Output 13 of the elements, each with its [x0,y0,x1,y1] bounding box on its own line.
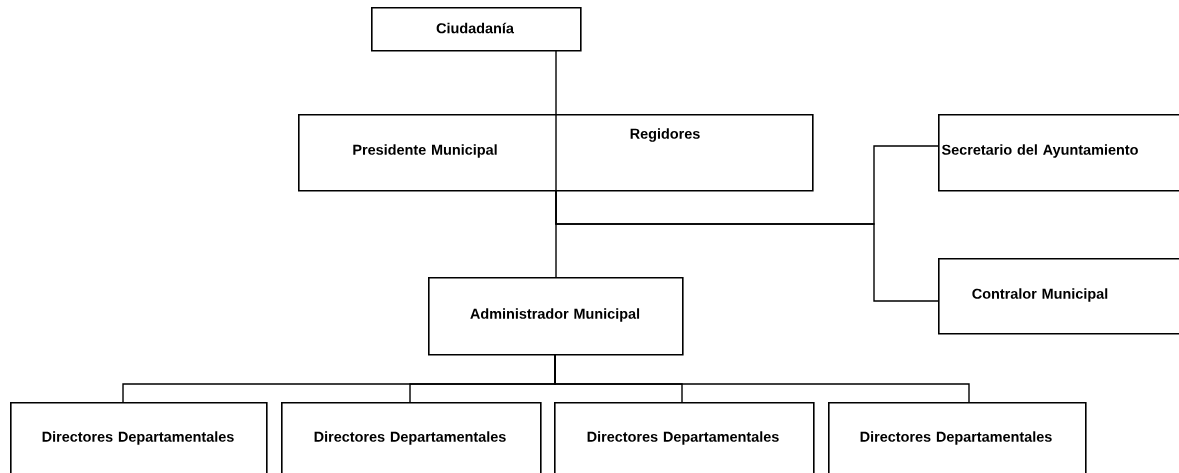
connector-line [554,353,970,403]
box-label: Regidores [630,128,700,142]
connector-line [555,189,939,302]
box-label: Secretario del Ayuntamiento [941,144,1138,158]
box-label: Administrador Municipal [470,308,640,322]
box-label: Ciudadanía [436,22,515,34]
box-label: Directores Departamentales [314,431,506,445]
box-label: Presidente Municipal [353,144,497,158]
box-label: Contralor Municipal [972,288,1108,302]
box-label: Directores Departamentales [860,431,1052,445]
box-label: Directores Departamentales [587,431,779,445]
connector-line [555,49,557,115]
box-label: Directores Departamentales [42,431,234,445]
